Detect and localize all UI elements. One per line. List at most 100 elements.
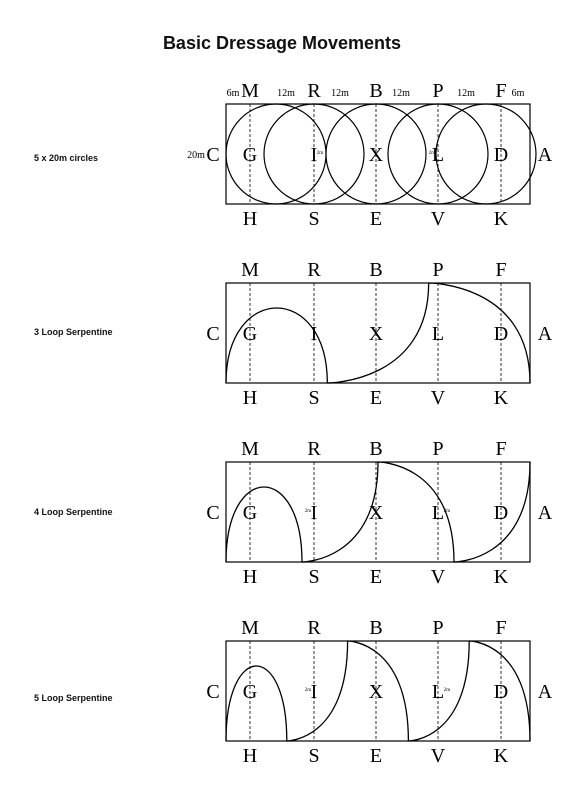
top-letter-f: F	[495, 617, 506, 639]
circle-path	[435, 103, 537, 205]
centre-letter-x: X	[369, 681, 384, 703]
serpentine-path	[225, 461, 531, 563]
bottom-letter-e: E	[370, 208, 382, 230]
bottom-letter-h: H	[243, 745, 257, 767]
centre-letter-i: I	[311, 323, 318, 345]
centre-letter-d: D	[494, 323, 508, 345]
centre-letter-x: X	[369, 144, 384, 166]
circle-path	[325, 103, 427, 205]
bottom-letter-h: H	[243, 387, 257, 409]
centre-letter-d: D	[494, 502, 508, 524]
bottom-letter-e: E	[370, 566, 382, 588]
centre-letter-d: D	[494, 144, 508, 166]
top-letter-m: M	[241, 80, 259, 102]
bottom-letter-s: S	[308, 387, 319, 409]
bottom-letter-k: K	[494, 208, 509, 230]
diagram-label-3-loop: 3 Loop Serpentine	[34, 327, 113, 337]
small-distance-mark: 2m	[305, 509, 312, 514]
small-distance-mark: 2m	[305, 688, 312, 693]
bottom-letter-v: V	[431, 208, 446, 230]
top-letter-p: P	[432, 617, 443, 639]
top-letter-r: R	[307, 617, 321, 639]
distance-label: 6m	[512, 88, 525, 99]
bottom-letter-s: S	[308, 566, 319, 588]
circle-path	[263, 103, 365, 205]
diagram-label-5-loop: 5 Loop Serpentine	[34, 693, 113, 703]
side-distance-label: 20m	[187, 150, 205, 161]
top-letter-b: B	[369, 617, 382, 639]
bottom-letter-k: K	[494, 745, 509, 767]
top-letter-f: F	[495, 438, 506, 460]
top-letter-m: M	[241, 259, 259, 281]
diagram-label-circles: 5 x 20m circles	[34, 153, 99, 163]
top-letter-r: R	[307, 438, 321, 460]
serpentine-path	[225, 640, 531, 742]
centre-letter-l: L	[432, 502, 444, 524]
distance-label: 12m	[277, 88, 295, 99]
bottom-letter-s: S	[308, 745, 319, 767]
bottom-letter-h: H	[243, 566, 257, 588]
top-letter-r: R	[307, 80, 321, 102]
top-letter-f: F	[495, 80, 506, 102]
small-distance-mark: 2m	[444, 509, 451, 514]
diagram-5-circles: M R B P F H S E V K G I X L D C A 6m 12m 12m 12m 12m 6m 20m 2m 2m	[187, 80, 553, 230]
top-letter-p: P	[432, 80, 443, 102]
end-letter-c: C	[206, 323, 219, 345]
top-letter-b: B	[369, 438, 382, 460]
bottom-letter-s: S	[308, 208, 319, 230]
bottom-letter-h: H	[243, 208, 257, 230]
end-letter-a: A	[538, 502, 553, 524]
distance-label: 12m	[331, 88, 349, 99]
centre-letter-i: I	[311, 144, 318, 166]
centre-letter-g: G	[243, 323, 257, 345]
bottom-letter-e: E	[370, 745, 382, 767]
end-letter-a: A	[538, 681, 553, 703]
centre-letter-l: L	[432, 681, 444, 703]
small-distance-mark: 2m	[429, 151, 436, 156]
small-distance-mark: 2m	[317, 151, 324, 156]
top-letter-p: P	[432, 438, 443, 460]
distance-label: 6m	[227, 88, 240, 99]
bottom-letter-k: K	[494, 387, 509, 409]
top-letter-f: F	[495, 259, 506, 281]
end-letter-c: C	[206, 502, 219, 524]
distance-label: 12m	[392, 88, 410, 99]
end-letter-a: A	[538, 323, 553, 345]
top-letter-r: R	[307, 259, 321, 281]
circle-path	[387, 103, 489, 205]
centre-letter-l: L	[432, 144, 444, 166]
centre-letter-i: I	[311, 681, 318, 703]
diagram-5-loop-serpentine: M R B P F H S E V K G I X L D C A 2m 2m	[206, 617, 552, 767]
top-letter-b: B	[369, 259, 382, 281]
centre-letter-g: G	[243, 502, 257, 524]
centre-letter-g: G	[243, 681, 257, 703]
end-letter-c: C	[206, 144, 219, 166]
bottom-letter-v: V	[431, 566, 446, 588]
centre-letter-x: X	[369, 502, 384, 524]
page-title: Basic Dressage Movements	[162, 33, 402, 53]
centre-letter-i: I	[311, 502, 318, 524]
centre-letter-g: G	[243, 144, 257, 166]
arena-rectangle	[225, 282, 531, 384]
bottom-letter-k: K	[494, 566, 509, 588]
diagram-4-loop-serpentine: M R B P F H S E V K G I X L D C A 2m 2m	[206, 438, 552, 588]
small-distance-mark: 2m	[444, 688, 451, 693]
diagram-label-4-loop: 4 Loop Serpentine	[34, 507, 113, 517]
top-letter-m: M	[241, 438, 259, 460]
bottom-letter-v: V	[431, 745, 446, 767]
end-letter-c: C	[206, 681, 219, 703]
arena-rectangle	[225, 640, 531, 742]
distance-label: 12m	[457, 88, 475, 99]
centre-letter-x: X	[369, 323, 384, 345]
top-letter-b: B	[369, 80, 382, 102]
end-letter-a: A	[538, 144, 553, 166]
top-letter-p: P	[432, 259, 443, 281]
centre-letter-d: D	[494, 681, 508, 703]
bottom-letter-v: V	[431, 387, 446, 409]
centre-letter-l: L	[432, 323, 444, 345]
top-letter-m: M	[241, 617, 259, 639]
diagram-3-loop-serpentine: M R B P F H S E V K G I X L D C A	[206, 259, 552, 409]
serpentine-path	[225, 282, 531, 384]
bottom-letter-e: E	[370, 387, 382, 409]
